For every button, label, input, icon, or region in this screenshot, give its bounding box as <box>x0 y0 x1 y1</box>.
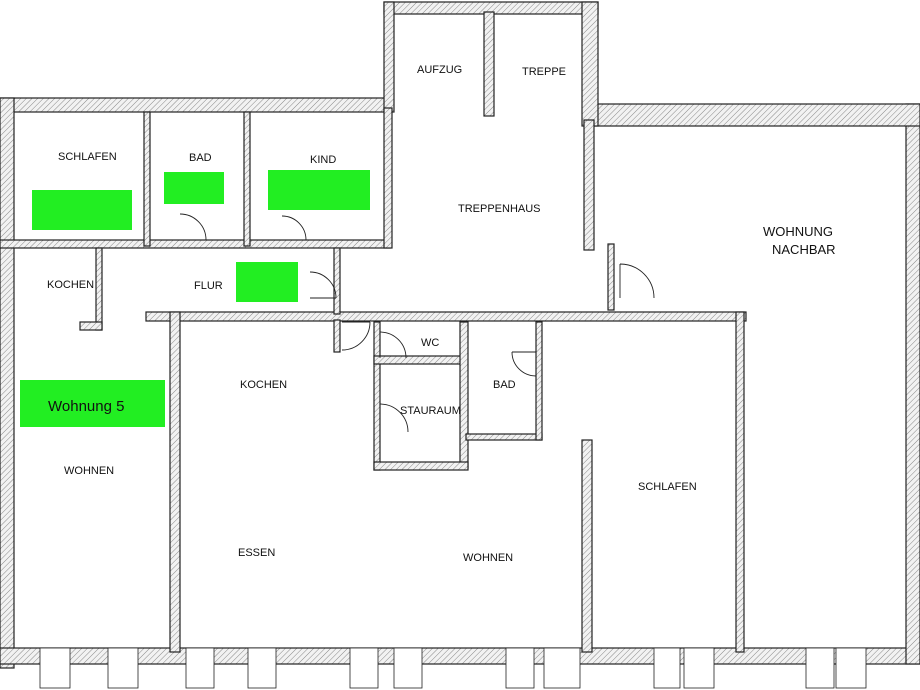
marker-bad <box>164 172 224 204</box>
label-flur: FLUR <box>194 280 223 292</box>
label-schlafen-right: SCHLAFEN <box>638 481 697 493</box>
label-wc: WC <box>421 337 439 349</box>
label-kochen-left: KOCHEN <box>47 279 94 291</box>
windows <box>39 647 867 689</box>
label-essen: ESSEN <box>238 547 275 559</box>
marker-schlafen <box>32 190 132 230</box>
marker-flur <box>236 262 298 302</box>
highlight-markers <box>20 170 370 427</box>
marker-wohnung-5 <box>20 380 165 427</box>
label-kind: KIND <box>310 154 336 166</box>
doors <box>179 213 655 433</box>
label-treppe: TREPPE <box>522 66 566 78</box>
label-kochen-center: KOCHEN <box>240 379 287 391</box>
label-wohnung-nachbar-1: WOHNUNG <box>763 224 833 239</box>
label-schlafen-left: SCHLAFEN <box>58 151 117 163</box>
label-stauraum: STAURAUM <box>400 405 461 417</box>
room-labels: AUFZUG TREPPE SCHLAFEN BAD KIND TREPPENH… <box>47 64 836 564</box>
marker-kind <box>268 170 370 210</box>
label-wohnung-nachbar-2: NACHBAR <box>772 242 836 257</box>
label-bad-left: BAD <box>189 152 212 164</box>
label-bad-right: BAD <box>493 379 516 391</box>
label-aufzug: AUFZUG <box>417 64 462 76</box>
label-wohnen-center: WOHNEN <box>463 552 513 564</box>
interior-walls <box>0 107 747 653</box>
label-treppenhaus: TREPPENHAUS <box>458 203 541 215</box>
label-wohnen-left: WOHNEN <box>64 465 114 477</box>
label-wohnung-5: Wohnung 5 <box>48 398 124 415</box>
